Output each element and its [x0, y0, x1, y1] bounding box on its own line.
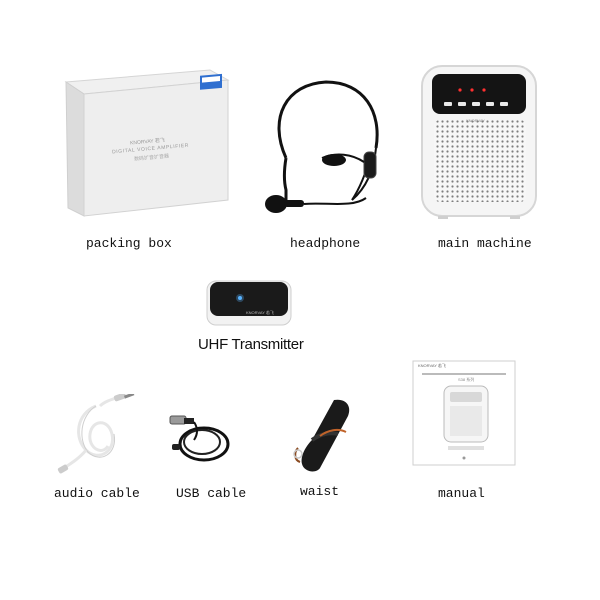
waist-label: waist [300, 484, 340, 499]
headphone-label: headphone [290, 236, 361, 251]
usb-cable-label: USB cable [176, 486, 247, 501]
packing-box-image: KNORVAY 若飞 DIGITAL VOICE AMPLIFIER 数码扩音扩… [60, 66, 232, 218]
uhf-transmitter-label: UHF Transmitter [198, 336, 304, 353]
main-machine-image: KNORVAY [420, 64, 538, 220]
main-machine-label: main machine [438, 236, 532, 251]
manual-label: manual [438, 486, 485, 501]
packing-box-label: packing box [86, 236, 172, 251]
manual-brand-text: KNORVAY 若飞 [418, 363, 446, 368]
manual-model-text: S38 系列 [458, 377, 475, 382]
main-machine-brand-text: KNORVAY [466, 118, 485, 123]
uhf-transmitter-image: KNORVAY 若飞 [206, 280, 292, 326]
uhf-transmitter-brand-text: KNORVAY 若飞 [246, 310, 274, 315]
manual-image: KNORVAY 若飞 S38 系列 [412, 360, 516, 466]
headphone-image [256, 78, 396, 220]
audio-cable-label: audio cable [54, 486, 140, 501]
waist-strap-image [290, 396, 356, 474]
audio-cable-image [56, 394, 138, 476]
usb-cable-image [168, 414, 234, 466]
